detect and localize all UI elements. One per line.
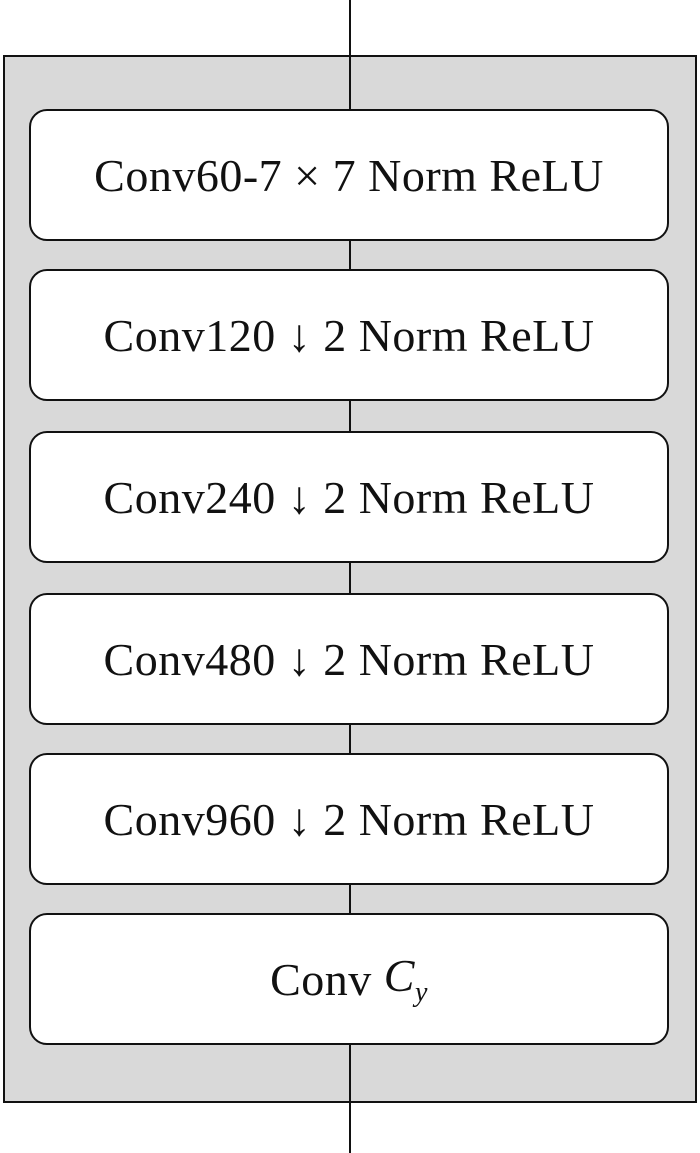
connector bbox=[349, 241, 351, 269]
input-line bbox=[349, 0, 351, 55]
cy-subscript: y bbox=[414, 977, 428, 1008]
cy-symbol: Cy bbox=[384, 949, 428, 1009]
conv960-block: Conv960 ↓ 2 Norm ReLU bbox=[29, 753, 669, 885]
block-label: Conv bbox=[270, 953, 372, 1005]
connector bbox=[349, 57, 351, 109]
connector bbox=[349, 401, 351, 431]
block-label: Conv60-7 × 7 Norm ReLU bbox=[94, 149, 604, 201]
block-label: Conv480 ↓ 2 Norm ReLU bbox=[103, 633, 595, 685]
conv60-block: Conv60-7 × 7 Norm ReLU bbox=[29, 109, 669, 241]
conv-cy-block: Conv Cy bbox=[29, 913, 669, 1045]
cy-var: C bbox=[383, 950, 415, 1001]
connector bbox=[349, 885, 351, 913]
block-label: Conv120 ↓ 2 Norm ReLU bbox=[103, 309, 595, 361]
connector bbox=[349, 725, 351, 753]
connector bbox=[349, 1045, 351, 1101]
block-label: Conv960 ↓ 2 Norm ReLU bbox=[103, 793, 595, 845]
output-line bbox=[349, 1103, 351, 1153]
conv480-block: Conv480 ↓ 2 Norm ReLU bbox=[29, 593, 669, 725]
connector bbox=[349, 563, 351, 593]
conv240-block: Conv240 ↓ 2 Norm ReLU bbox=[29, 431, 669, 563]
network-container: Conv60-7 × 7 Norm ReLU Conv120 ↓ 2 Norm … bbox=[3, 55, 697, 1103]
block-label: Conv240 ↓ 2 Norm ReLU bbox=[103, 471, 595, 523]
conv120-block: Conv120 ↓ 2 Norm ReLU bbox=[29, 269, 669, 401]
